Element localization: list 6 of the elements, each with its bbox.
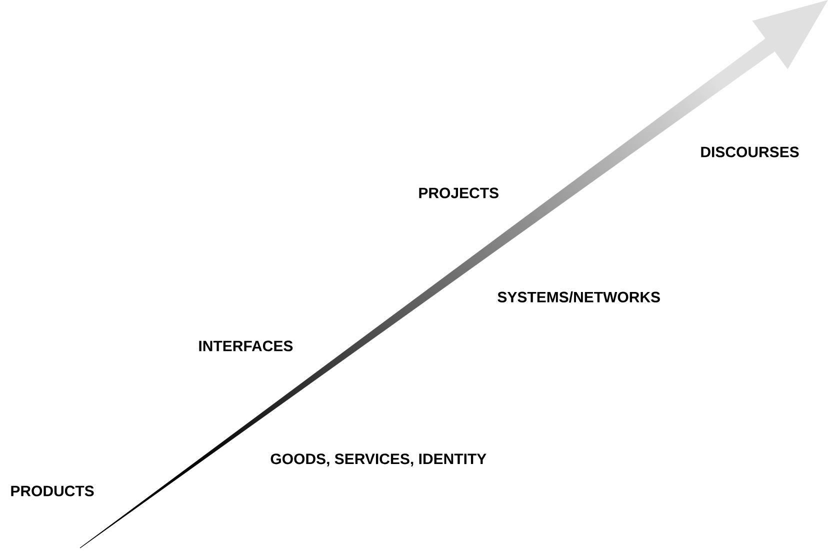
stage-label: PRODUCTS <box>11 486 94 496</box>
stage-label: SYSTEMS/NETWORKS <box>498 291 660 303</box>
stage-label: DISCOURSES <box>701 146 799 158</box>
stage-label: PROJECTS <box>419 188 498 198</box>
stage-label: GOODS, SERVICES, IDENTITY <box>270 454 486 466</box>
stage-label: INTERFACES <box>199 340 293 352</box>
